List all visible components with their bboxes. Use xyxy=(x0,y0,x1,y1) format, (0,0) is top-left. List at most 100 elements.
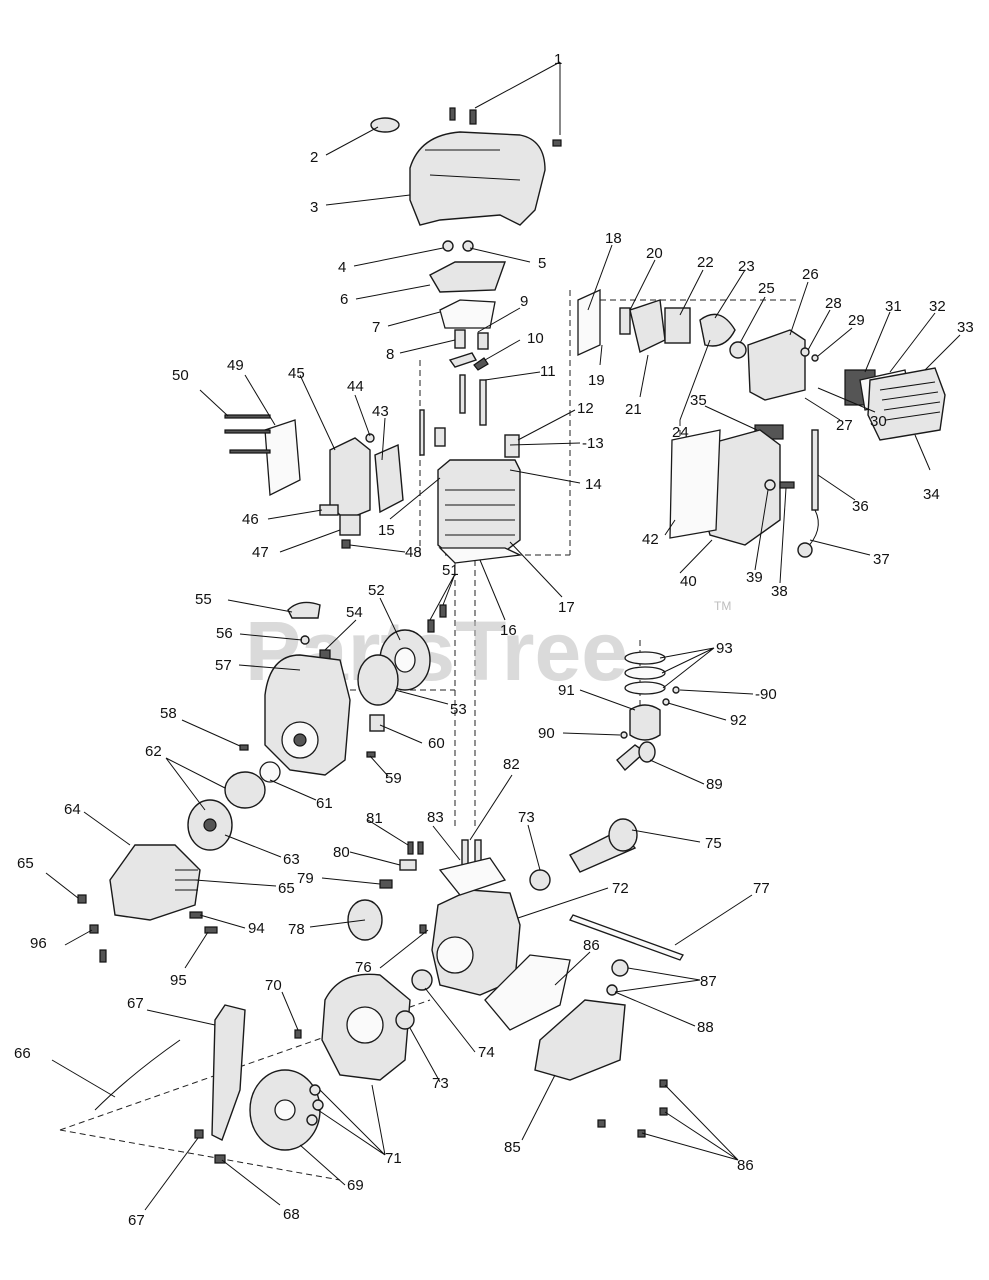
nut-44 xyxy=(365,433,375,443)
plate-18 xyxy=(577,288,601,357)
callout-10: 10 xyxy=(527,330,544,347)
callout-2: 2 xyxy=(310,149,318,166)
wire-66 xyxy=(94,1039,181,1111)
starter-grip-55 xyxy=(287,601,321,619)
screw-81b xyxy=(417,841,424,855)
gasket-46 xyxy=(319,504,339,516)
callout-67a: 67 xyxy=(127,995,144,1012)
callout-91: 91 xyxy=(558,682,575,699)
lever-79 xyxy=(379,879,393,889)
plate-42 xyxy=(669,429,721,539)
screw-1b xyxy=(449,107,456,121)
seal-74 xyxy=(411,969,433,991)
callout-73b: 73 xyxy=(432,1075,449,1092)
svg-text:TM: TM xyxy=(714,599,731,613)
callout-95: 95 xyxy=(170,972,187,989)
screw-1c xyxy=(552,139,562,147)
bearing-73a xyxy=(529,869,551,891)
valve-13 xyxy=(434,427,446,447)
washer-39 xyxy=(764,479,776,491)
callout-92: 92 xyxy=(730,712,747,729)
washer-61 xyxy=(259,761,281,783)
callout-35: 35 xyxy=(690,392,707,409)
callout-8: 8 xyxy=(386,346,394,363)
washer-28 xyxy=(800,347,810,357)
callout-28: 28 xyxy=(825,295,842,312)
valve-rod xyxy=(419,409,425,456)
callout-76: 76 xyxy=(355,959,372,976)
callout-16: 16 xyxy=(500,622,517,639)
screw-67b xyxy=(194,1129,204,1139)
callout-6: 6 xyxy=(340,291,348,308)
bolt-50a xyxy=(224,414,271,419)
carb-body-22 xyxy=(629,299,666,354)
bolt-86b xyxy=(659,1107,668,1116)
callout-53: 53 xyxy=(450,701,467,718)
callout-13: -13 xyxy=(582,435,604,452)
bolt-50b xyxy=(224,429,271,434)
callout-65b: 65 xyxy=(278,880,295,897)
callout-9: 9 xyxy=(520,293,528,310)
ring-93a xyxy=(624,651,666,665)
callout-22: 22 xyxy=(697,254,714,271)
callout-52: 52 xyxy=(368,582,385,599)
bracket-80 xyxy=(399,859,417,871)
gasket-20 xyxy=(619,307,631,335)
bolt-50c xyxy=(229,449,271,454)
callout-69: 69 xyxy=(347,1177,364,1194)
callout-19: 19 xyxy=(588,372,605,389)
ring-93c xyxy=(624,681,666,695)
nut-4 xyxy=(442,240,454,252)
callout-81: 81 xyxy=(366,810,383,827)
callout-4: 4 xyxy=(338,259,346,276)
plug-87 xyxy=(611,959,629,977)
callout-3: 3 xyxy=(310,199,318,216)
callout-25: 25 xyxy=(758,280,775,297)
gasket-86 xyxy=(484,954,571,1031)
ignition-coil-67 xyxy=(211,1004,246,1141)
callout-70: 70 xyxy=(265,977,282,994)
callout-27: 27 xyxy=(836,417,853,434)
callout-80: 80 xyxy=(333,844,350,861)
callout-77: 77 xyxy=(753,880,770,897)
callout-43: 43 xyxy=(372,403,389,420)
screw-51b xyxy=(439,604,447,618)
callout-79: 79 xyxy=(297,870,314,887)
callout-15: 15 xyxy=(378,522,395,539)
cylinder-15 xyxy=(437,459,521,556)
callout-31: 31 xyxy=(885,298,902,315)
screw-48 xyxy=(341,539,351,549)
washer-29 xyxy=(811,354,819,362)
rocker-9 xyxy=(448,352,478,368)
pin-76 xyxy=(419,924,427,934)
callout-59: 59 xyxy=(385,770,402,787)
screw-96b xyxy=(99,949,107,963)
spring-12 xyxy=(504,434,520,458)
callout-7: 7 xyxy=(372,319,380,336)
screw-51a xyxy=(427,619,435,633)
callout-32: 32 xyxy=(929,298,946,315)
piston-91 xyxy=(629,704,661,741)
callout-88: 88 xyxy=(697,1019,714,1036)
callout-72: 72 xyxy=(612,880,629,897)
parts xyxy=(77,107,946,1164)
gasket-7 xyxy=(439,299,496,329)
callout-1: 1 xyxy=(554,51,562,68)
ring-93b xyxy=(624,666,666,680)
nut-65 xyxy=(77,894,87,904)
spring-8 xyxy=(454,329,466,349)
callout-12: 12 xyxy=(577,400,594,417)
callout-78: 78 xyxy=(288,921,305,938)
callout-89: 89 xyxy=(706,776,723,793)
bearing-73b xyxy=(395,1010,415,1030)
callout-90a: 90 xyxy=(538,725,555,742)
flange-47 xyxy=(339,514,361,536)
callout-58: 58 xyxy=(160,705,177,722)
washer-88 xyxy=(606,984,618,996)
callout-74: 74 xyxy=(478,1044,495,1061)
callout-47: 47 xyxy=(252,544,269,561)
callout-29: 29 xyxy=(848,312,865,329)
washer-56 xyxy=(300,635,310,645)
clip-90b xyxy=(672,686,680,694)
